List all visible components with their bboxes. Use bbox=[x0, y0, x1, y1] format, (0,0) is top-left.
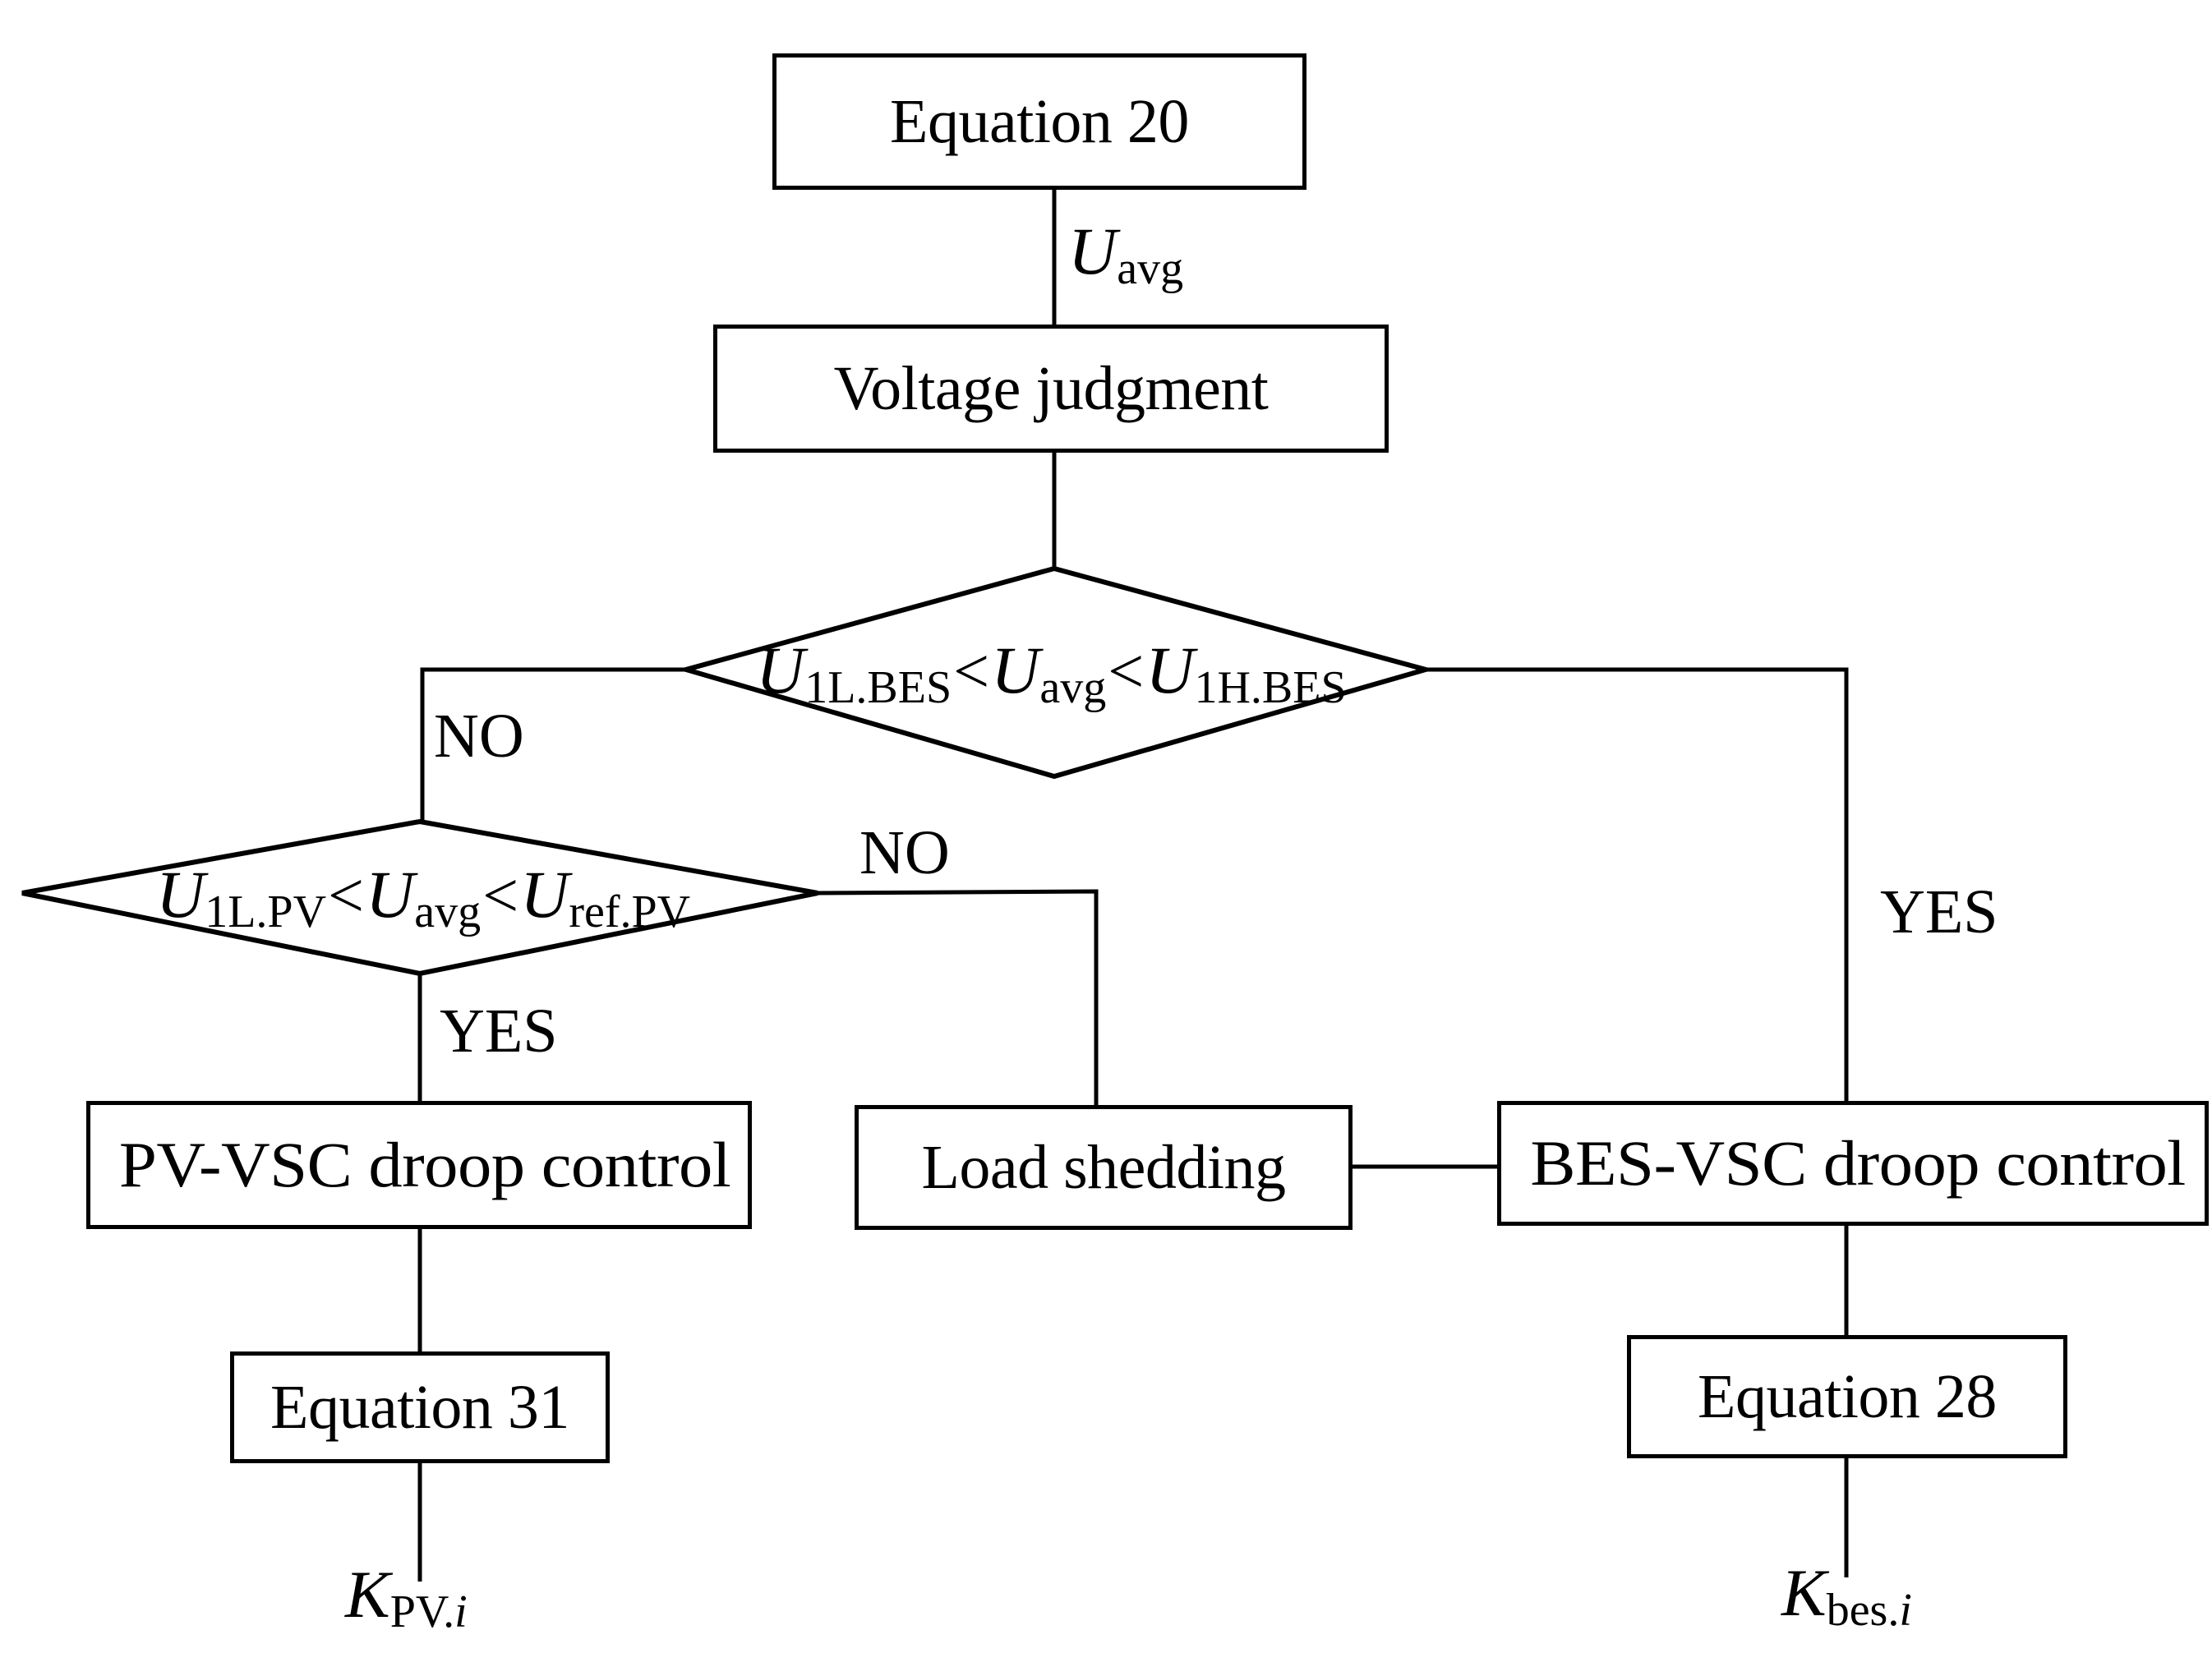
branch-flag-bes-yes: YES bbox=[1880, 881, 1998, 943]
node-load-shedding-label: Load shedding bbox=[921, 1133, 1286, 1202]
node-bes-vsc-droop-control[interactable]: BES-VSC droop control bbox=[1497, 1101, 2209, 1226]
node-voltage-judgment-label: Voltage judgment bbox=[833, 354, 1269, 423]
decision-pv-lhs-symbol: U bbox=[156, 857, 205, 932]
edge-label-k-bes-sub: bes. bbox=[1826, 1585, 1900, 1636]
edge-decision-bes-yes bbox=[1426, 667, 1849, 1101]
decision-pv-lhs-sub: 1L.PV bbox=[205, 886, 327, 937]
decision-bes-rhs-symbol: U bbox=[1145, 633, 1195, 707]
edge-decision-pv-no bbox=[817, 889, 1099, 1105]
branch-flag-pv-no-label: NO bbox=[859, 818, 950, 887]
branch-flag-pv-yes-label: YES bbox=[440, 997, 558, 1066]
branch-flag-bes-yes-label: YES bbox=[1880, 877, 1998, 946]
branch-flag-pv-no: NO bbox=[859, 822, 950, 884]
node-decision-bes-label: U1L.BES<Uavg<U1H.BES bbox=[756, 635, 1347, 711]
decision-pv-rhs-symbol: U bbox=[520, 857, 569, 932]
decision-pv-operator-1: < bbox=[328, 859, 365, 931]
node-equation-20-label: Equation 20 bbox=[890, 87, 1189, 156]
node-voltage-judgment[interactable]: Voltage judgment bbox=[713, 325, 1389, 453]
edge-label-k-bes-symbol: K bbox=[1781, 1555, 1827, 1630]
decision-pv-operator-2: < bbox=[482, 859, 519, 931]
edge-label-k-bes-index: i bbox=[1899, 1585, 1912, 1636]
node-equation-31-label: Equation 31 bbox=[270, 1373, 569, 1442]
node-equation-28[interactable]: Equation 28 bbox=[1627, 1335, 2067, 1458]
edge-label-k-pv-symbol: K bbox=[345, 1557, 390, 1632]
decision-pv-mid-sub: avg bbox=[414, 886, 482, 937]
node-equation-28-label: Equation 28 bbox=[1698, 1362, 1997, 1431]
node-pv-vsc-droop-control[interactable]: PV-VSC droop control bbox=[86, 1101, 752, 1229]
branch-flag-bes-no-label: NO bbox=[434, 702, 524, 771]
decision-bes-rhs-sub: 1H.BES bbox=[1194, 662, 1347, 713]
edge-label-u-avg-sub: avg bbox=[1117, 243, 1184, 294]
node-equation-20[interactable]: Equation 20 bbox=[772, 53, 1306, 190]
branch-flag-pv-yes: YES bbox=[440, 1000, 558, 1062]
decision-bes-mid-symbol: U bbox=[991, 633, 1040, 707]
node-equation-31[interactable]: Equation 31 bbox=[230, 1351, 610, 1463]
edge-label-u-avg: Uavg bbox=[1068, 218, 1183, 292]
decision-bes-operator-2: < bbox=[1108, 635, 1145, 707]
edge-label-u-avg-symbol: U bbox=[1068, 214, 1118, 288]
decision-bes-operator-1: < bbox=[953, 635, 990, 707]
decision-pv-rhs-sub: ref.PV bbox=[569, 886, 691, 937]
decision-bes-lhs-sub: 1L.BES bbox=[804, 662, 952, 713]
node-pv-vsc-droop-control-label: PV-VSC droop control bbox=[118, 1129, 731, 1200]
edge-label-k-pv-index: i bbox=[454, 1586, 468, 1637]
edge-label-k-pv: KPV.i bbox=[345, 1561, 468, 1636]
node-bes-vsc-droop-control-label: BES-VSC droop control bbox=[1530, 1127, 2186, 1199]
decision-pv-mid-symbol: U bbox=[366, 857, 415, 932]
branch-flag-bes-no: NO bbox=[434, 705, 524, 767]
edge-label-k-pv-sub: PV. bbox=[389, 1586, 455, 1637]
edge-label-k-bes: Kbes.i bbox=[1781, 1559, 1912, 1634]
decision-bes-lhs-symbol: U bbox=[756, 633, 805, 707]
node-load-shedding[interactable]: Load shedding bbox=[855, 1105, 1353, 1230]
decision-bes-mid-sub: avg bbox=[1039, 662, 1107, 713]
node-decision-pv-label: U1L.PV<Uavg<Uref.PV bbox=[156, 859, 690, 936]
